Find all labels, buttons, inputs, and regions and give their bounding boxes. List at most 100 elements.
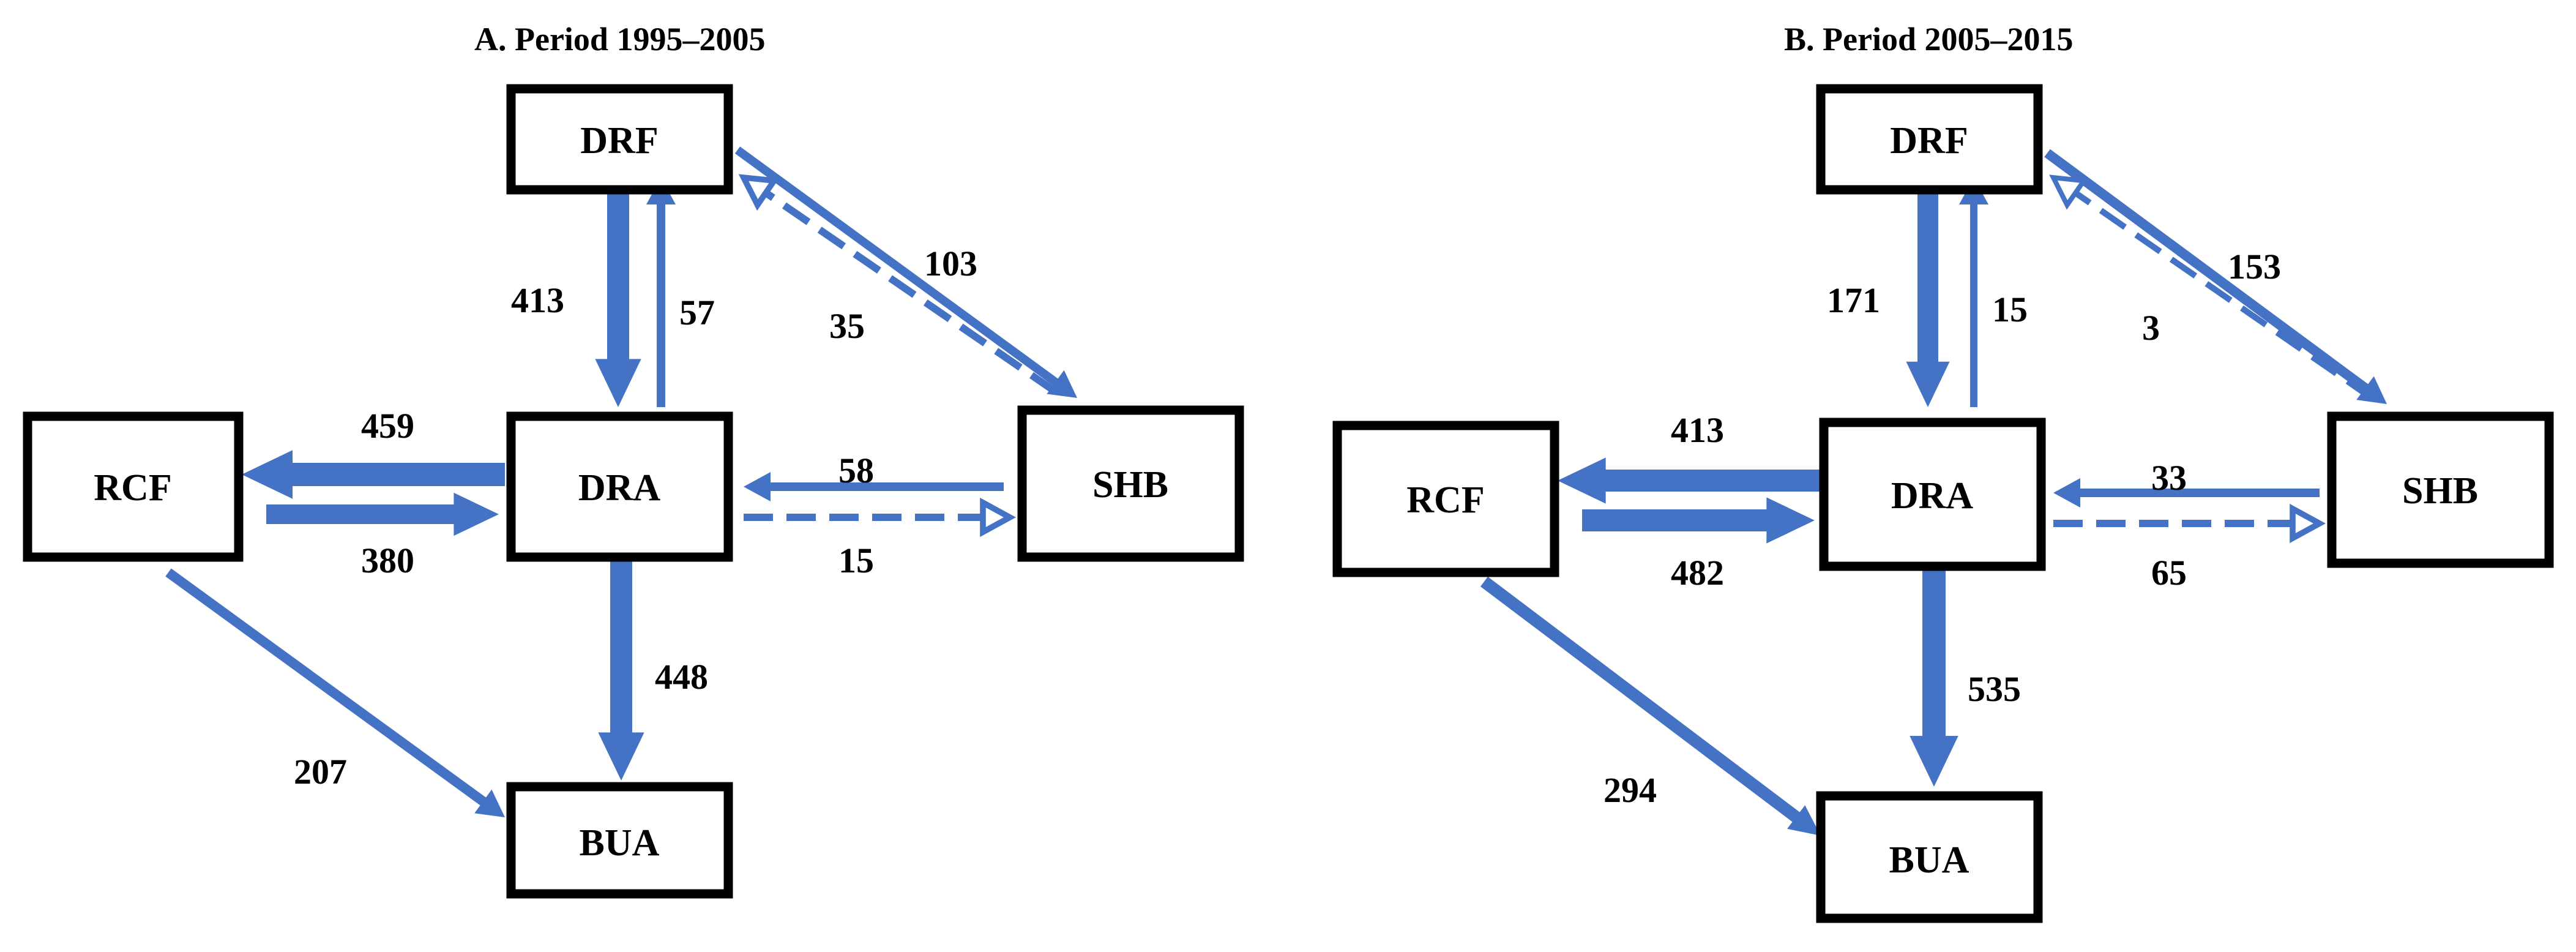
arrow-shaft <box>2044 149 2369 393</box>
node-b-dra-box <box>1819 418 2046 571</box>
node-a-drf-box <box>506 84 733 195</box>
flow-label-a-dra-bua: 448 <box>655 657 708 697</box>
node-a-dra-box <box>506 411 733 562</box>
node-a-dra-label: DRA <box>578 467 661 509</box>
arrow-a-drf-to-shb <box>734 146 1077 398</box>
node-b-dra: DRA <box>1819 418 2046 571</box>
flow-label-b-dra-bua: 535 <box>1968 669 2021 709</box>
node-b-bua-box <box>1816 791 2043 923</box>
arrow-head <box>1910 735 1958 787</box>
arrow-a-drf-to-dra <box>595 190 641 407</box>
arrow-b-dra-to-shb <box>2053 503 2326 544</box>
flow-label-b-dra-rcf: 413 <box>1671 410 1724 450</box>
arrow-a-dra-to-drf <box>646 178 676 407</box>
panel-b: B. Period 2005–2015 DRF DRA RCF <box>1332 21 2554 923</box>
node-a-dra: DRA <box>506 411 733 562</box>
node-a-rcf: RCF <box>23 411 244 562</box>
arrow-b-dra-to-drf <box>1959 178 1988 407</box>
node-b-shb-label: SHB <box>2402 470 2478 512</box>
flow-label-b-dra-drf: 15 <box>1992 290 2028 329</box>
node-b-drf: DRF <box>1816 84 2043 195</box>
arrow-a-dra-to-shb <box>744 497 1017 538</box>
arrow-head <box>454 492 499 536</box>
node-a-rcf-box <box>23 411 244 562</box>
flow-label-a-dra-shb: 15 <box>838 541 874 580</box>
node-b-shb-box <box>2327 411 2554 568</box>
arrow-head <box>1558 457 1606 504</box>
arrow-head <box>598 732 644 781</box>
panel-a-title: A. Period 1995–2005 <box>474 21 765 58</box>
node-b-rcf-label: RCF <box>1406 479 1484 521</box>
arrow-b-dra-to-bua <box>1910 566 1958 787</box>
arrow-head <box>474 789 505 817</box>
node-b-shb: SHB <box>2327 411 2554 568</box>
node-a-bua: BUA <box>506 782 733 899</box>
flow-label-b-shb-drf: 3 <box>2142 308 2160 348</box>
panel-a-arrows <box>165 146 1077 817</box>
node-a-shb-box <box>1017 405 1244 562</box>
node-a-drf-label: DRF <box>580 120 658 162</box>
arrow-b-rcf-to-dra <box>1582 497 1815 544</box>
arrow-shaft <box>165 568 487 806</box>
arrow-shaft <box>763 189 1058 395</box>
flow-label-a-drf-shb: 103 <box>924 244 977 283</box>
arrow-a-dra-to-bua <box>598 560 644 781</box>
arrow-shaft <box>734 146 1059 386</box>
panel-a: A. Period 1995–2005 DRF DRA RCF <box>23 21 1244 899</box>
arrow-b-shb-to-drf <box>2049 174 2373 401</box>
flow-label-b-drf-dra: 171 <box>1827 280 1880 320</box>
flow-label-a-dra-rcf: 459 <box>361 406 414 446</box>
flow-label-a-shb-dra: 58 <box>838 451 874 490</box>
arrow-b-rcf-to-bua <box>1480 577 1821 836</box>
flow-label-a-rcf-dra: 380 <box>361 541 414 580</box>
arrow-head <box>2049 174 2088 210</box>
node-b-bua: BUA <box>1816 791 2043 923</box>
arrow-head <box>1766 497 1815 544</box>
arrow-head <box>1906 361 1950 407</box>
arrow-a-dra-to-rcf <box>242 450 505 499</box>
node-a-rcf-label: RCF <box>94 467 171 509</box>
flow-label-b-shb-dra: 33 <box>2151 458 2187 498</box>
arrow-a-shb-to-dra <box>744 472 1004 501</box>
flow-label-a-rcf-bua: 207 <box>294 752 347 792</box>
arrow-head <box>242 450 293 499</box>
node-b-drf-box <box>1816 84 2043 195</box>
arrow-b-drf-to-shb <box>2044 149 2387 404</box>
node-a-bua-box <box>506 782 733 899</box>
panel-b-arrows <box>1480 149 2387 836</box>
flow-label-a-drf-dra: 413 <box>511 280 564 320</box>
arrow-head <box>1787 805 1821 836</box>
flow-label-b-drf-shb: 153 <box>2228 247 2281 287</box>
node-a-bua-label: BUA <box>580 822 660 864</box>
node-b-drf-label: DRF <box>1890 120 1968 162</box>
flow-label-b-rcf-dra: 482 <box>1671 553 1724 593</box>
node-b-rcf: RCF <box>1332 421 1559 577</box>
arrow-b-drf-to-dra <box>1906 190 1950 407</box>
flow-label-a-dra-drf: 57 <box>679 293 715 332</box>
node-a-shb-label: SHB <box>1092 464 1168 506</box>
arrow-head <box>738 174 780 211</box>
arrow-head <box>2290 503 2326 544</box>
node-b-dra-label: DRA <box>1891 475 1974 517</box>
arrow-head <box>2356 376 2387 404</box>
arrow-a-shb-to-drf <box>738 174 1058 395</box>
arrow-head <box>980 497 1017 538</box>
node-b-bua-label: BUA <box>1889 839 1969 881</box>
arrow-head <box>744 472 771 501</box>
flow-label-a-shb-drf: 35 <box>829 306 865 346</box>
flow-label-b-dra-shb: 65 <box>2151 553 2187 593</box>
arrow-head <box>2053 478 2080 508</box>
panel-b-title: B. Period 2005–2015 <box>1784 21 2073 58</box>
flow-label-b-rcf-bua: 294 <box>1603 770 1657 810</box>
node-b-rcf-box <box>1332 421 1559 577</box>
arrow-head <box>595 359 641 407</box>
node-a-shb: SHB <box>1017 405 1244 562</box>
arrow-shaft <box>1480 577 1801 823</box>
arrow-shaft <box>2072 189 2373 401</box>
arrow-b-shb-to-dra <box>2053 478 2320 508</box>
arrow-a-rcf-to-bua <box>165 568 505 817</box>
arrow-a-rcf-to-dra <box>266 492 499 536</box>
node-a-drf: DRF <box>506 84 733 195</box>
arrow-b-dra-to-rcf <box>1558 457 1821 504</box>
